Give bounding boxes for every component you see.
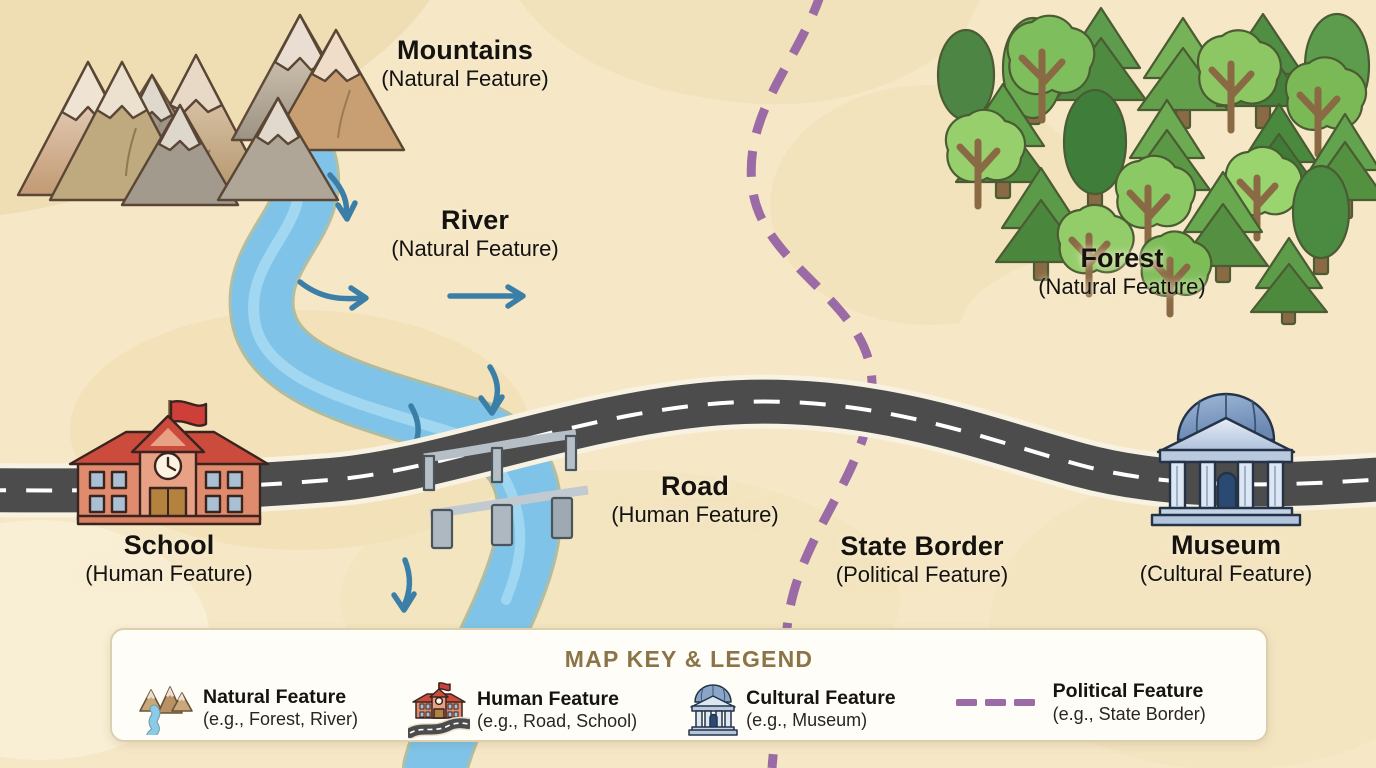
- school-building-icon: [68, 399, 270, 526]
- legend-item-natural-example: (e.g., Forest, River): [203, 709, 359, 730]
- legend-item-natural-feature[interactable]: Natural Feature (e.g., Forest, River): [134, 681, 358, 735]
- map-legend: MAP KEY & LEGEND Nat: [110, 628, 1268, 742]
- legend-item-human-feature[interactable]: Human Feature (e.g., Road, School): [408, 681, 637, 739]
- legend-item-cultural-example: (e.g., Museum): [746, 710, 868, 731]
- legend-item-political-example: (e.g., State Border): [1052, 703, 1206, 724]
- museum-building-icon: [1150, 392, 1302, 527]
- museum-icon: [688, 684, 738, 736]
- legend-item-cultural-name: Cultural Feature: [746, 686, 896, 709]
- legend-title: MAP KEY & LEGEND: [564, 646, 814, 672]
- school-road-icon: [408, 682, 471, 739]
- legend-item-natural-name: Natural Feature: [203, 685, 347, 708]
- legend-item-human-name: Human Feature: [477, 687, 619, 710]
- bridge-icon: [422, 429, 589, 550]
- mountains-river-icon: [139, 686, 193, 735]
- legend-item-political-feature[interactable]: Political Feature (e.g., State Border): [952, 680, 1206, 724]
- mountains-icon: [16, 13, 406, 207]
- legend-item-political-name: Political Feature: [1052, 680, 1204, 702]
- legend-item-human-example: (e.g., Road, School): [477, 711, 638, 732]
- dashed-line-icon: [955, 699, 1035, 707]
- legend-items: Natural Feature (e.g., Forest, River): [112, 680, 1266, 739]
- forest-icon: [936, 6, 1376, 326]
- legend-item-cultural-feature[interactable]: Cultural Feature (e.g., Museum): [687, 681, 896, 737]
